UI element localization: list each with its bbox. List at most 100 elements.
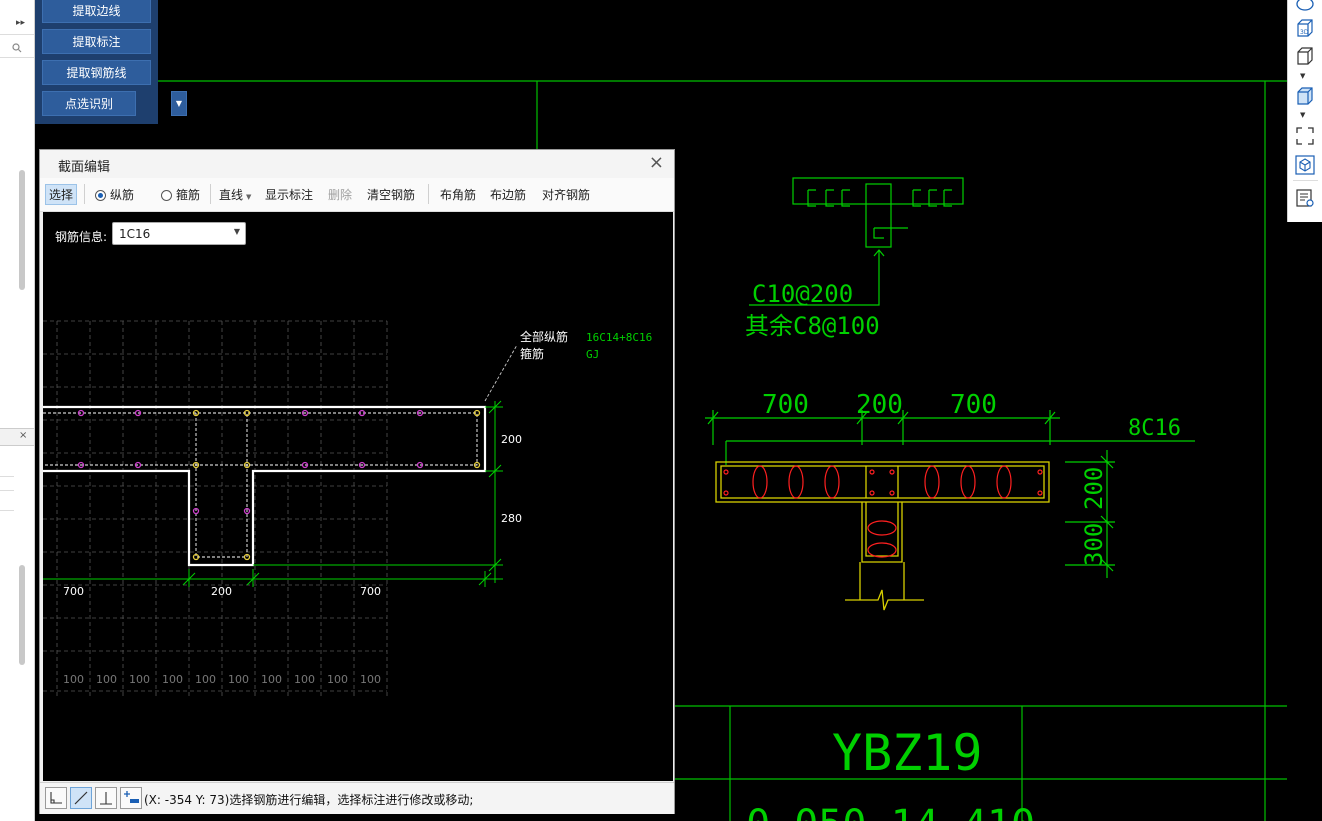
longitudinal-radio[interactable]: 纵筋 xyxy=(95,186,134,203)
dialog-titlebar[interactable]: 截面编辑 × xyxy=(40,150,674,178)
toolbar-separator xyxy=(84,184,85,204)
dim-text[interactable]: 700 xyxy=(63,585,84,598)
element-id-text: YBZ19 xyxy=(832,724,983,782)
rebar-info-label: 钢筋信息: xyxy=(55,230,108,244)
rebar-points[interactable] xyxy=(77,409,481,561)
grid xyxy=(43,320,388,696)
extract-edge-button[interactable]: 提取边线 xyxy=(42,0,151,23)
divider xyxy=(0,34,34,35)
search-icon[interactable] xyxy=(12,43,22,53)
toolbar-separator xyxy=(210,184,211,204)
dim-text: 700 xyxy=(950,390,997,420)
stirrup-label: 箍筋 xyxy=(176,188,201,202)
divider xyxy=(1293,180,1318,181)
elevation-text: -0.050~14.410 xyxy=(722,802,1035,821)
longitudinal-label: 纵筋 xyxy=(110,188,135,202)
scrollbar-thumb[interactable] xyxy=(19,565,25,665)
chevron-down-icon: ▼ xyxy=(246,193,252,201)
dim-text: 700 xyxy=(762,390,809,420)
divider xyxy=(0,57,34,58)
chevron-down-icon[interactable]: ▼ xyxy=(171,91,187,116)
svg-text:100: 100 xyxy=(228,673,249,686)
svg-text:100: 100 xyxy=(129,673,150,686)
diagonal-line-icon xyxy=(74,791,88,805)
point-recognize-button[interactable]: 点选识别 xyxy=(42,91,136,116)
all-longitudinal-value[interactable]: 16C14+8C16 xyxy=(586,331,652,344)
cad-drawing-canvas[interactable]: C10@200 其余C8@100 700 200 700 8C16 xyxy=(34,0,1287,821)
vdim-text: 200 xyxy=(1080,467,1108,510)
status-text: (X: -354 Y: 73)选择钢筋进行编辑，选择标注进行修改或移动; xyxy=(144,793,474,807)
divider xyxy=(0,510,14,511)
panel-header xyxy=(0,428,34,446)
dialog-toolbar: 选择 纵筋 箍筋 直线▼ 显示标注 删除 清空钢筋 布角筋 布边筋 对齐钢筋 xyxy=(40,178,674,212)
leader-line xyxy=(484,344,518,402)
line-snap-button[interactable] xyxy=(70,787,92,809)
rebar-info-select[interactable]: 1C16 ▼ xyxy=(112,222,246,245)
divider xyxy=(0,490,14,491)
cube-view-icon[interactable] xyxy=(1295,155,1315,175)
ortho-snap-button[interactable] xyxy=(45,787,67,809)
chevron-down-icon[interactable]: ▼ xyxy=(1300,111,1306,119)
dim-text: 200 xyxy=(856,390,903,420)
dim-text[interactable]: 200 xyxy=(501,433,522,446)
dialog-title: 截面编辑 xyxy=(58,160,111,175)
rebar-hooks xyxy=(723,465,1043,558)
rebar-info-value: 1C16 xyxy=(119,227,151,241)
corner-rebar-button[interactable]: 布角筋 xyxy=(440,188,477,202)
box-view-icon[interactable] xyxy=(1295,46,1315,66)
delete-button[interactable]: 删除 xyxy=(328,188,353,202)
stirrup-value[interactable]: GJ xyxy=(586,348,599,361)
radio-unchecked-icon xyxy=(161,190,172,201)
svg-text:100: 100 xyxy=(294,673,315,686)
align-rebar-button[interactable]: 对齐钢筋 xyxy=(542,188,591,202)
svg-text:100: 100 xyxy=(360,673,381,686)
line-label: 直线 xyxy=(219,188,244,202)
extract-rebar-line-button[interactable]: 提取钢筋线 xyxy=(42,60,151,85)
section-canvas[interactable]: 钢筋信息: 1C16 ▼ xyxy=(43,212,673,781)
recognition-panel: 提取边线 提取标注 提取钢筋线 点选识别 ▼ xyxy=(35,0,187,124)
dialog-statusbar: (X: -354 Y: 73)选择钢筋进行编辑，选择标注进行修改或移动; xyxy=(40,782,674,814)
add-dimension-button[interactable] xyxy=(120,787,142,809)
vdim-text: 300 xyxy=(1080,523,1108,566)
chevron-down-icon: ▼ xyxy=(233,227,240,236)
scrollbar-thumb[interactable] xyxy=(19,170,25,290)
close-icon[interactable]: × xyxy=(19,430,28,441)
extract-annotation-button[interactable]: 提取标注 xyxy=(42,29,151,54)
3d-view-icon[interactable]: 3D xyxy=(1295,18,1315,38)
stirrup-radio[interactable]: 箍筋 xyxy=(161,186,200,203)
solid-box-icon[interactable] xyxy=(1295,86,1315,106)
perpendicular-snap-button[interactable] xyxy=(95,787,117,809)
svg-text:100: 100 xyxy=(162,673,183,686)
svg-text:100: 100 xyxy=(261,673,282,686)
fullscreen-icon[interactable] xyxy=(1295,126,1315,146)
dim-text[interactable]: 200 xyxy=(211,585,232,598)
layer-icon[interactable] xyxy=(1295,0,1315,14)
rebar-label-text: 8C16 xyxy=(1128,416,1181,441)
svg-text:100: 100 xyxy=(96,673,117,686)
close-icon[interactable]: × xyxy=(648,152,664,173)
perpendicular-icon xyxy=(100,792,112,805)
svg-text:100: 100 xyxy=(63,673,84,686)
line-dropdown[interactable]: 直线▼ xyxy=(219,186,251,203)
dim-text[interactable]: 700 xyxy=(360,585,381,598)
show-dims-button[interactable]: 显示标注 xyxy=(265,188,314,202)
svg-text:3D: 3D xyxy=(1300,29,1309,36)
right-toolbar: 3D ▼ ▼ xyxy=(1287,0,1322,222)
all-longitudinal-label: 全部纵筋 xyxy=(520,329,568,344)
dim-text[interactable]: 280 xyxy=(501,512,522,525)
toolbar-separator xyxy=(428,184,429,204)
expand-panel-icon[interactable]: ▸▸ xyxy=(16,18,26,28)
section-outline[interactable] xyxy=(43,405,487,567)
select-tool-button[interactable]: 选择 xyxy=(45,184,78,205)
clear-rebar-button[interactable]: 清空钢筋 xyxy=(367,188,416,202)
stirrup-lines xyxy=(43,412,478,558)
add-dimension-icon xyxy=(124,791,139,803)
properties-icon[interactable] xyxy=(1295,188,1315,208)
grid-labels: 100 100 100 100 100 100 100 100 100 100 xyxy=(63,673,381,686)
stirrup-label: 箍筋 xyxy=(520,346,544,361)
section-drawing[interactable]: 全部纵筋 16C14+8C16 箍筋 GJ 200 280 700 200 70… xyxy=(43,212,673,781)
ortho-icon xyxy=(50,792,62,804)
chevron-down-icon[interactable]: ▼ xyxy=(1300,72,1306,80)
radio-checked-icon xyxy=(95,190,106,201)
edge-rebar-button[interactable]: 布边筋 xyxy=(490,188,527,202)
